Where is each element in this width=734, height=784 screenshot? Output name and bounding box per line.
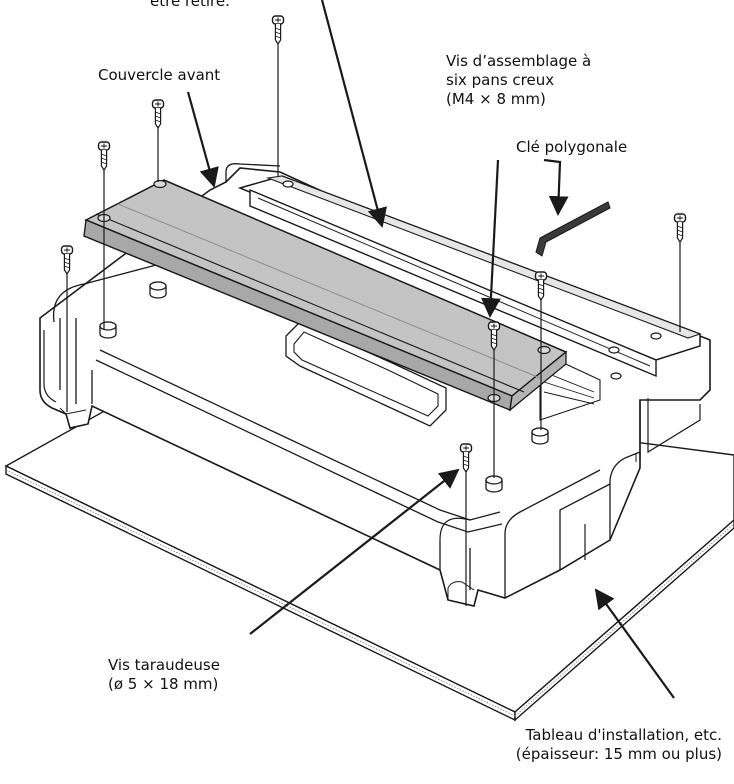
label-installation-board: Tableau d'installation, etc. (épaisseur:…	[516, 726, 722, 764]
label-tapping-screw-line-2: (ø 5 × 18 mm)	[108, 675, 219, 693]
label-hex-screw: Vis d’assemblage à six pans creux (M4 × …	[446, 52, 591, 109]
label-tapping-screw: Vis taraudeuse (ø 5 × 18 mm)	[108, 656, 220, 694]
label-top-partial: être retiré.	[150, 0, 230, 10]
label-hex-screw-line-2: six pans creux	[446, 71, 555, 89]
label-tapping-screw-line-1: Vis taraudeuse	[108, 656, 220, 674]
label-installation-board-line-1: Tableau d'installation, etc.	[525, 726, 722, 744]
label-hex-screw-line-1: Vis d’assemblage à	[446, 52, 592, 70]
hex-key	[535, 201, 611, 257]
screws	[60, 15, 687, 606]
label-installation-board-line-2: (épaisseur: 15 mm ou plus)	[515, 745, 722, 763]
label-front-cover: Couvercle avant	[98, 66, 221, 84]
front-cover	[83, 179, 568, 412]
label-hex-key: Clé polygonale	[516, 138, 628, 156]
leader-arrows	[186, 0, 675, 699]
label-hex-screw-line-3: (M4 × 8 mm)	[446, 90, 546, 108]
